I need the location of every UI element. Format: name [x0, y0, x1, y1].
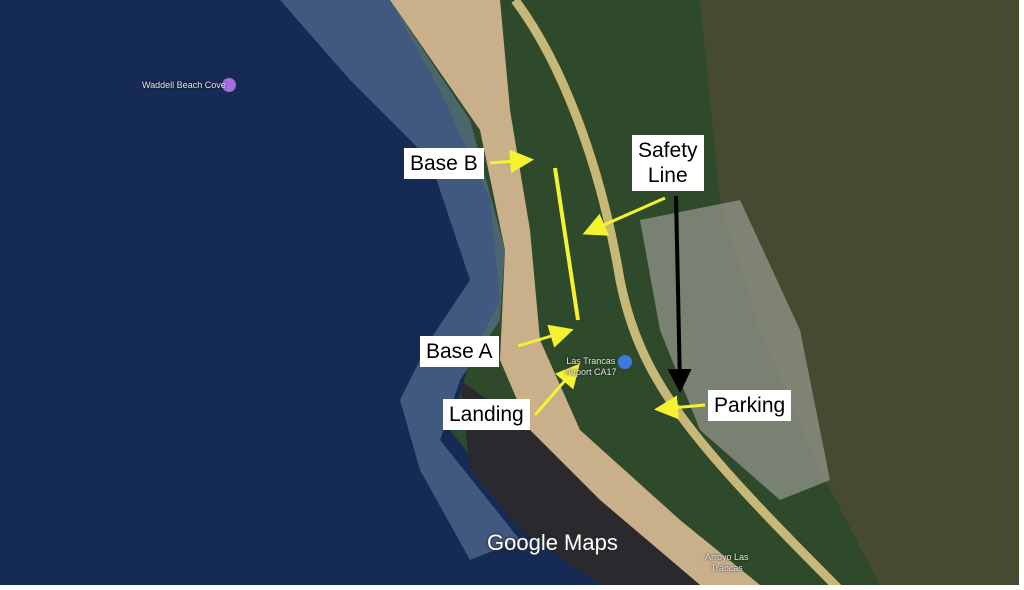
- beach: [390, 0, 760, 585]
- safety-direction-arrow: [667, 195, 692, 393]
- poi-waddell-beach-cove[interactable]: Waddell Beach Cove: [142, 80, 226, 90]
- poi-arroyo-line1: Arroyo Las: [705, 552, 749, 562]
- cliffs: [460, 380, 700, 585]
- parking-arrow: [654, 395, 706, 420]
- base-a-arrow: [517, 324, 574, 348]
- label-parking: Parking: [708, 390, 792, 421]
- label-base-b: Base B: [404, 148, 484, 179]
- landing-arrow: [533, 363, 580, 416]
- highway: [511, 0, 844, 590]
- google-maps-watermark: Google Maps: [487, 530, 618, 555]
- poi-airport-line1: Las Trancas: [566, 356, 616, 366]
- safety-line-arrow: [582, 196, 666, 236]
- poi-airport-line2: Airport CA17: [565, 367, 617, 377]
- poi-arroyo-line2: Trancas: [710, 563, 743, 573]
- label-safety-line-1: Safety: [638, 139, 698, 162]
- surf: [280, 0, 520, 560]
- base-b-arrow: [489, 149, 534, 174]
- label-safety-line-2: Line: [647, 164, 688, 187]
- cove-poi-icon: [222, 78, 236, 92]
- hills: [700, 0, 1024, 585]
- label-base-a: Base A: [420, 336, 499, 367]
- facility: [640, 200, 830, 500]
- airport-poi-icon: [618, 355, 632, 369]
- label-landing: Landing: [443, 399, 530, 430]
- safety-line-marker: [553, 167, 580, 321]
